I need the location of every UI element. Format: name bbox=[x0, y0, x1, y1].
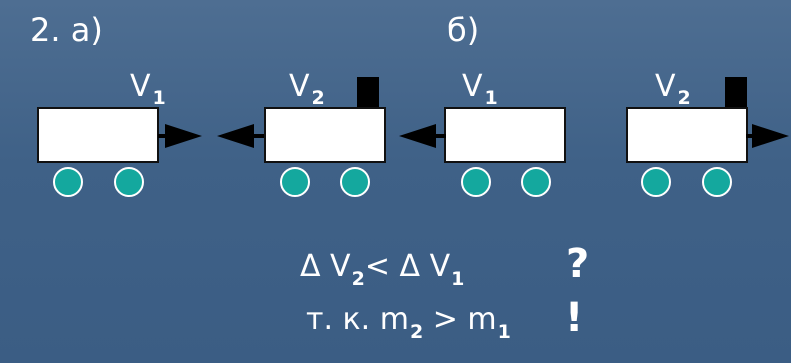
wheel bbox=[280, 167, 310, 197]
part-a-label: 2. а) bbox=[30, 11, 103, 49]
formula-delta-v: Δ V2< Δ V1 bbox=[300, 252, 464, 289]
tk-m2: т. к. m bbox=[306, 302, 409, 337]
v-letter: V bbox=[289, 69, 310, 104]
chimney-2-b bbox=[725, 77, 747, 107]
wheel bbox=[702, 167, 732, 197]
arrow-left-icon bbox=[217, 124, 264, 148]
delta-v2: Δ V bbox=[300, 249, 351, 284]
wheel bbox=[461, 167, 491, 197]
v-letter: V bbox=[130, 69, 151, 104]
wagon-2-b bbox=[626, 107, 748, 163]
subscript-2: 2 bbox=[351, 268, 365, 290]
question-mark: ? bbox=[566, 241, 590, 287]
wheel bbox=[521, 167, 551, 197]
subscript-2: 2 bbox=[677, 87, 691, 109]
subscript-1: 1 bbox=[152, 87, 166, 109]
arrow-right-icon bbox=[158, 124, 202, 148]
v-letter: V bbox=[462, 69, 483, 104]
subscript-2: 2 bbox=[311, 87, 325, 109]
chimney-2-a bbox=[357, 77, 379, 107]
wheel bbox=[641, 167, 671, 197]
wheel bbox=[53, 167, 83, 197]
arrow-left-icon bbox=[399, 124, 446, 148]
subscript-1: 1 bbox=[484, 87, 498, 109]
arrow-right-icon bbox=[746, 124, 789, 148]
subscript-1: 1 bbox=[497, 321, 511, 343]
v-letter: V bbox=[655, 69, 676, 104]
formula-mass: т. к. m2 > m1 bbox=[306, 305, 511, 342]
wheel bbox=[340, 167, 370, 197]
part-b-label: б) bbox=[447, 11, 480, 49]
wagon-2-a bbox=[264, 107, 386, 163]
delta-v1: Δ V bbox=[389, 249, 451, 284]
subscript-2: 2 bbox=[409, 321, 424, 343]
wagon-1-b bbox=[444, 107, 566, 163]
greater-than-m1: > m bbox=[423, 302, 497, 337]
wheel bbox=[114, 167, 144, 197]
less-than-sign: < bbox=[364, 249, 390, 284]
subscript-1: 1 bbox=[451, 268, 465, 290]
exclamation-mark: ! bbox=[565, 295, 584, 341]
